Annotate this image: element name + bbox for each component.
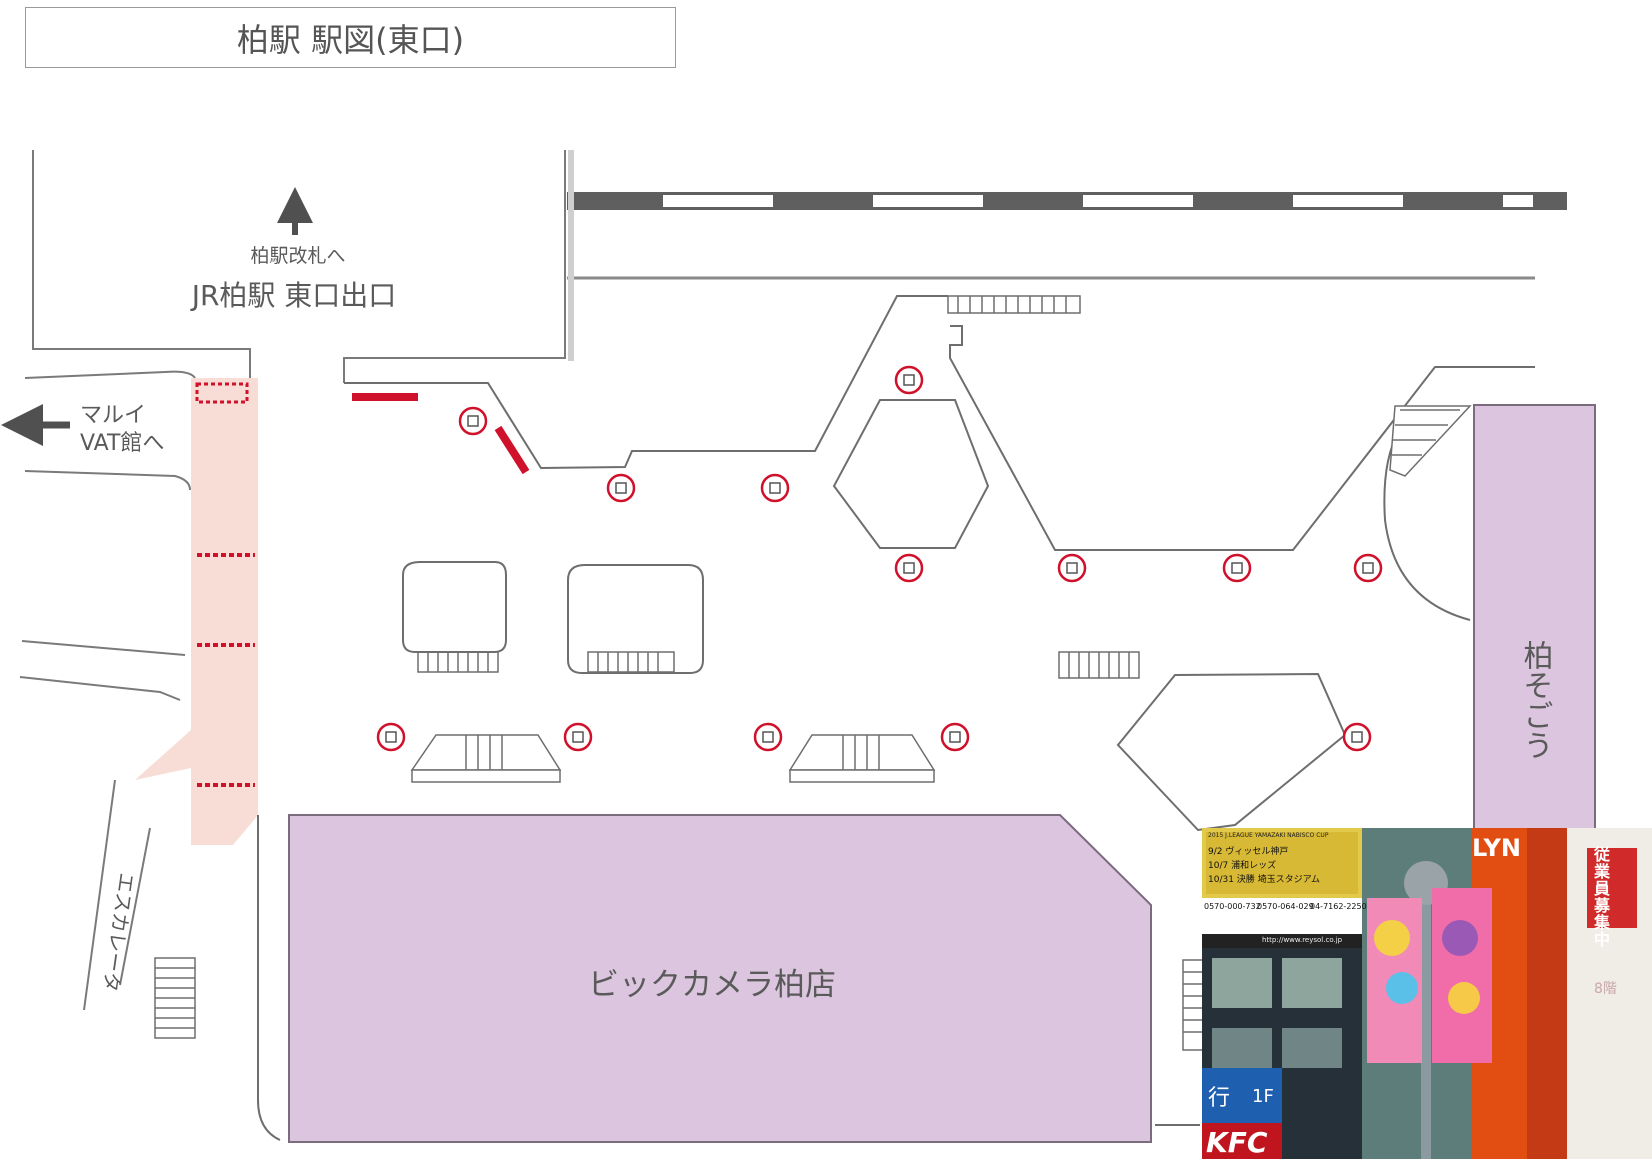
street-photo: 2015 J.LEAGUE YAMAZAKI NABISCO CUP 9/2 ヴ… (1202, 828, 1652, 1159)
street-photo-drawing (1202, 828, 1652, 1159)
kiosks (410, 734, 936, 783)
floor-sign: 1F (1252, 1086, 1274, 1107)
jr-exit-label: JR柏駅 東口出口 (190, 279, 397, 312)
escalator-label: エスカレータ (98, 871, 138, 993)
bus-stop-icon (376, 722, 406, 752)
bus-stop-icon (1342, 722, 1372, 752)
bank-sign: 行 (1208, 1086, 1231, 1111)
square-island-1 (402, 561, 507, 653)
pink-walkway (135, 378, 258, 845)
stair-bottom-left (154, 957, 196, 1039)
sogo-building (1473, 404, 1596, 831)
marui-label-1: マルイ (80, 403, 146, 428)
left-corridors (19, 370, 196, 1011)
islands (402, 399, 1347, 832)
recruit-sign: 従業員募集中 (1594, 845, 1611, 949)
bus-stop-icon (1222, 553, 1252, 583)
page-title: 柏駅 駅図(東口) (25, 7, 676, 68)
phone-number: 0570-000-732 (1204, 902, 1261, 911)
banner-line: 2015 J.LEAGUE YAMAZAKI NABISCO CUP (1208, 832, 1329, 839)
stair-right-diagonal (1389, 405, 1472, 477)
bus-stop-icon (458, 406, 488, 436)
phone-number: 0570-064-029 (1257, 902, 1314, 911)
bus-stop-icon (1057, 553, 1087, 583)
kfc-sign: KFC (1206, 1126, 1268, 1159)
bus-stop-icon (940, 722, 970, 752)
bus-stop-icon (894, 365, 924, 395)
stair-middle (1058, 651, 1140, 679)
bic-camera-building (288, 814, 1152, 1143)
floor-8-sign: 8階 (1594, 981, 1617, 997)
bus-stop-icon (1353, 553, 1383, 583)
bus-stop-markers (376, 365, 1383, 752)
banner-line: 10/7 浦和レッズ (1208, 861, 1277, 871)
bus-stop-icon (563, 722, 593, 752)
bus-stop-icon (760, 473, 790, 503)
island-stairs (417, 651, 675, 673)
banner-line: 9/2 ヴィッセル神戸 (1208, 847, 1289, 857)
url-text: http://www.reysol.co.jp (1262, 936, 1343, 944)
hexagon-island (832, 399, 990, 549)
deck-outline (257, 295, 1535, 1141)
phone-number: 04-7162-2250 (1310, 902, 1367, 911)
marui-label-2: VAT館へ (80, 431, 164, 456)
pentagon-island (1116, 672, 1347, 832)
bus-stop-icon (606, 473, 636, 503)
stair-bottom-right (1182, 959, 1206, 1051)
banner-line: 10/31 決勝 埼玉スタジアム (1208, 875, 1321, 885)
sogo-label: 柏そごう (1518, 640, 1554, 760)
station-outline (32, 150, 574, 383)
square-island-2 (567, 564, 704, 674)
stair-top (947, 295, 1081, 314)
red-bars (352, 393, 530, 475)
bus-stop-icon (894, 553, 924, 583)
store-sign: LYN (1472, 834, 1522, 862)
bus-stop-icon (753, 722, 783, 752)
photo-text-layer: 2015 J.LEAGUE YAMAZAKI NABISCO CUP 9/2 ヴ… (1202, 828, 1652, 1159)
bic-camera-label: ビックカメラ柏店 (588, 967, 836, 1003)
staircases (154, 295, 1472, 1051)
to-gates-label: 柏駅改札へ (250, 245, 345, 267)
railway (567, 192, 1567, 280)
title-text: 柏駅 駅図(東口) (236, 20, 465, 59)
